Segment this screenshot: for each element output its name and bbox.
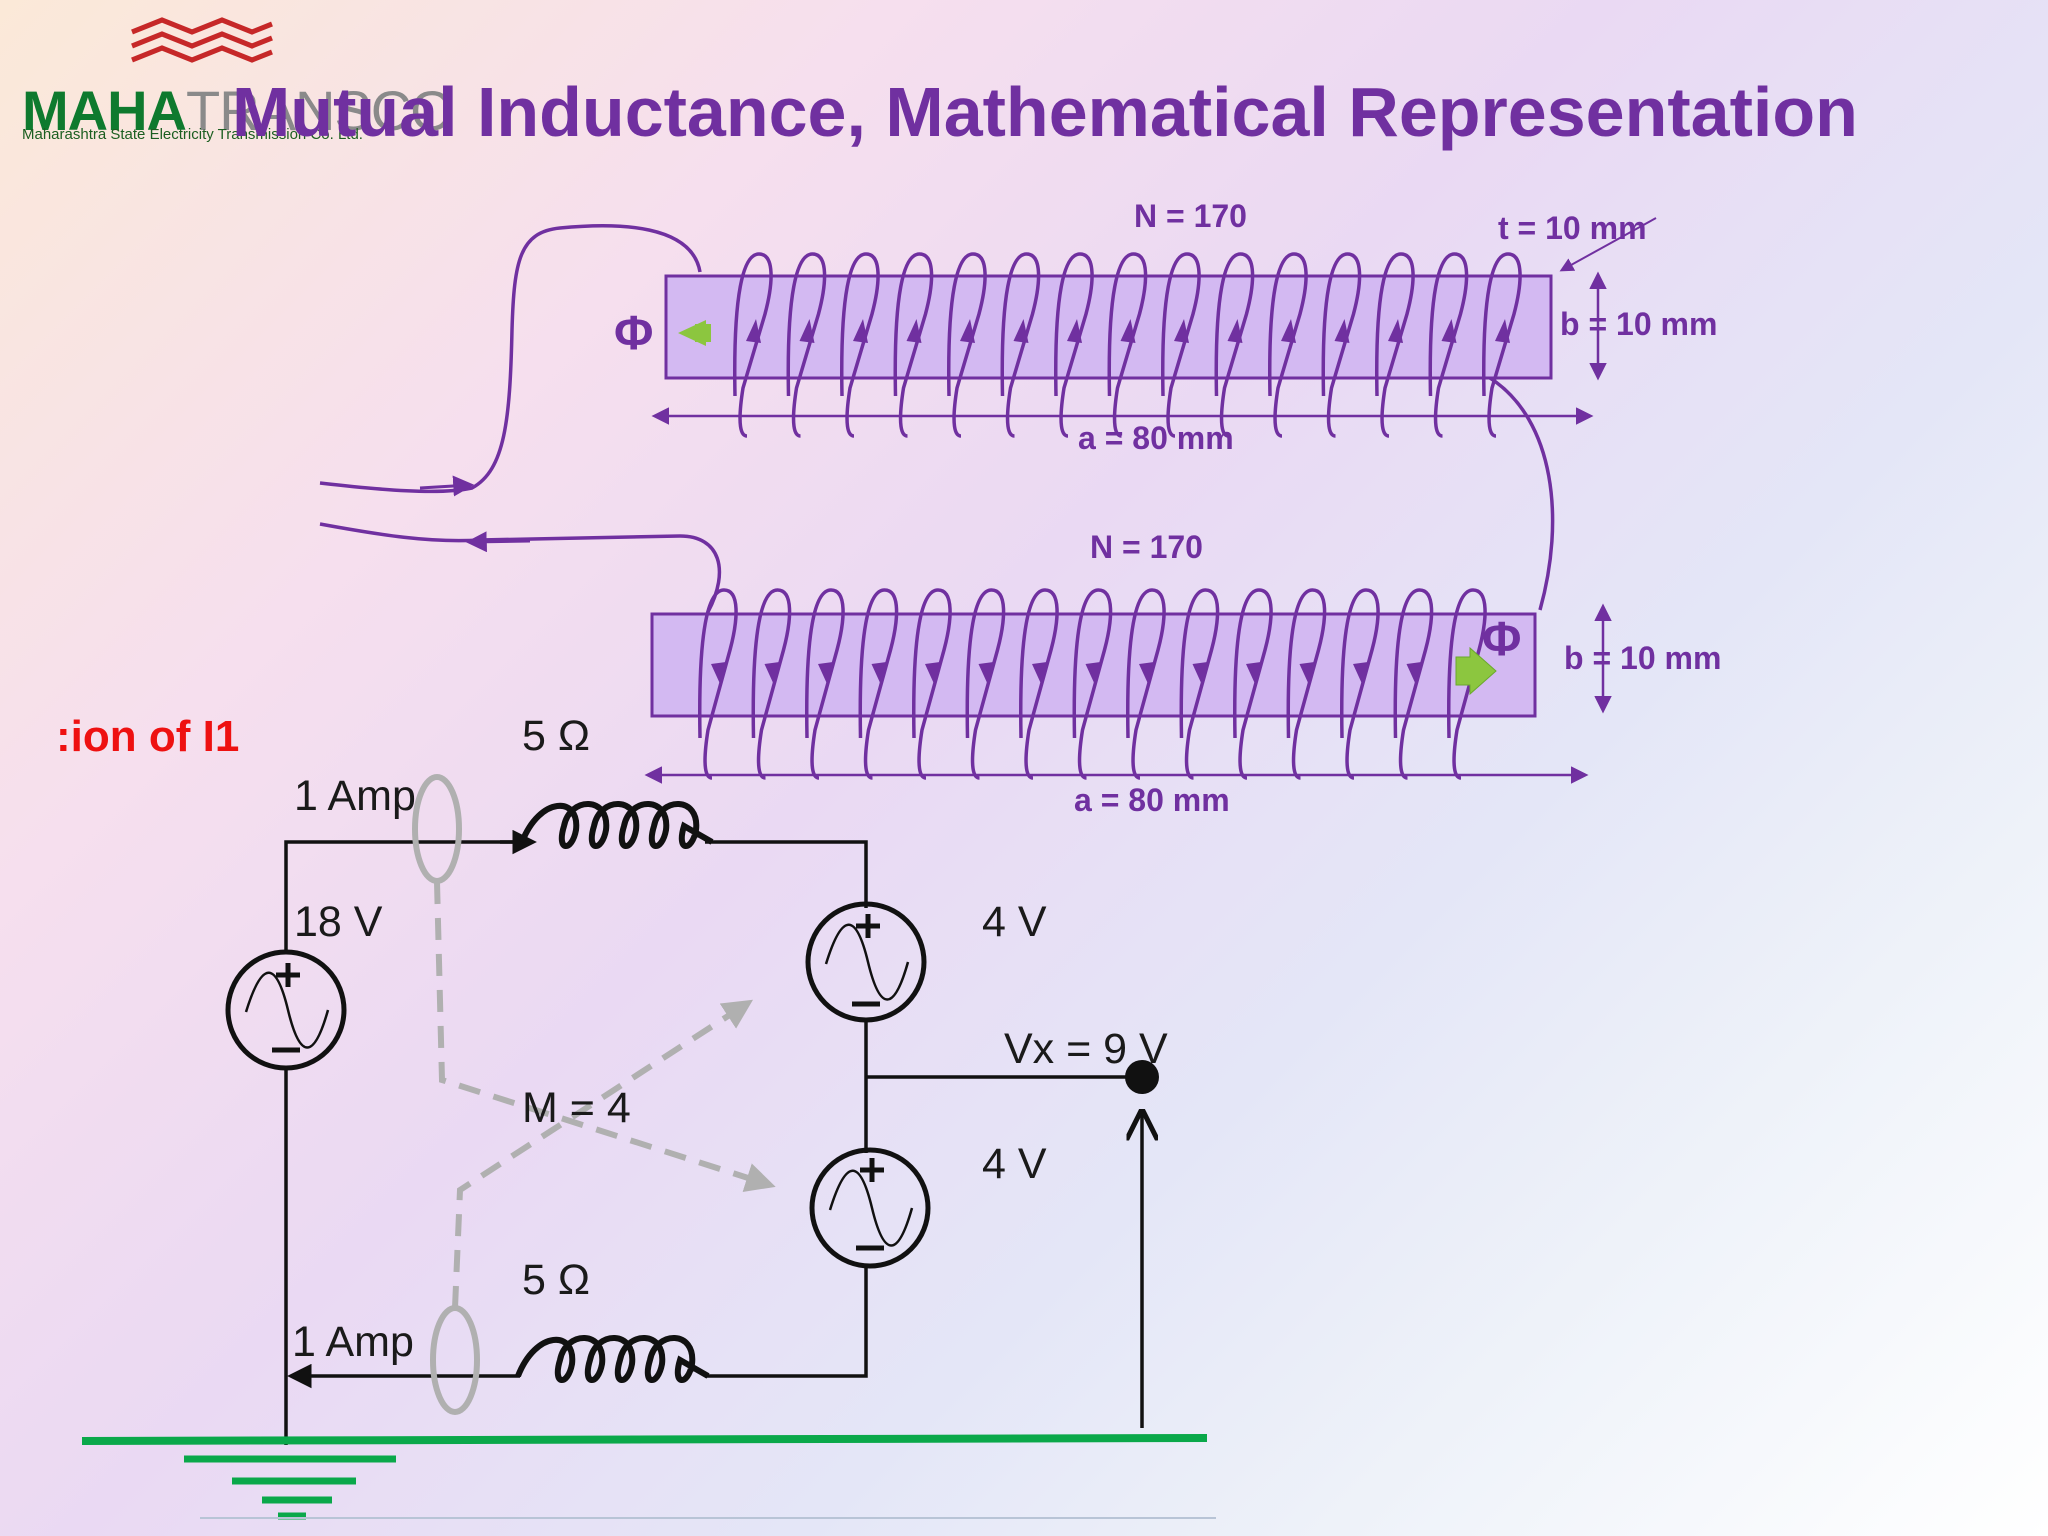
- turn-direction-arrow: [764, 662, 780, 686]
- turn-direction-arrow: [1013, 319, 1029, 343]
- current-bottom-label: 1 Amp: [292, 1318, 414, 1366]
- bottom-flux-label: Φ: [1482, 613, 1522, 666]
- logo-wave-icon: [131, 17, 273, 63]
- vx-node: [1125, 1060, 1159, 1094]
- turn-direction-arrow: [711, 662, 726, 686]
- top-coil-turns-label: N = 170: [1134, 198, 1247, 234]
- turn-direction-arrow: [906, 319, 922, 343]
- turn-direction-arrow: [853, 319, 868, 343]
- wire-top-right: [705, 840, 868, 908]
- vx-label: Vx = 9 V: [1004, 1025, 1168, 1073]
- top-coil-thickness-label: t = 10 mm: [1498, 210, 1647, 246]
- turn-direction-arrow: [1406, 662, 1422, 686]
- ground-icon: [184, 1455, 396, 1520]
- bottom-flux-arrow-shape: [1455, 646, 1497, 696]
- coil-turn: [1393, 588, 1434, 780]
- logo-brand-bold: MAHA: [22, 79, 187, 142]
- top-coil-lead-in: [319, 223, 702, 494]
- turn-direction-arrow: [1441, 319, 1457, 343]
- bottom-coil-breadth-label: b = 10 mm: [1564, 640, 1722, 676]
- turn-direction-arrow: [1495, 319, 1510, 343]
- top-lead-arrow: [419, 475, 475, 497]
- bottom-coil-length-label: a = 80 mm: [1074, 782, 1230, 818]
- current-probe-bottom: [430, 1305, 480, 1415]
- logo-wordmark: MAHATRANSCO: [22, 78, 454, 143]
- turn-direction-arrow: [1192, 662, 1208, 686]
- turn-direction-arrow: [1227, 319, 1243, 343]
- resistor-bottom-label: 5 Ω: [522, 1256, 591, 1304]
- inductor-bottom: [515, 1335, 710, 1383]
- coil-turn: [1446, 588, 1487, 780]
- coil-interconnect: [1489, 376, 1555, 611]
- turn-direction-arrow: [1139, 662, 1154, 686]
- bottom-coil-lead-out: [319, 522, 722, 613]
- source-18v: [225, 949, 347, 1071]
- turn-direction-arrow: [871, 662, 887, 686]
- coil-turn: [751, 588, 792, 780]
- current-top-label: 1 Amp: [294, 772, 416, 820]
- wire-top-left: [284, 840, 525, 952]
- mutual-coupling: [434, 881, 776, 1309]
- resistor-top-label: 5 Ω: [522, 712, 591, 760]
- wire-bottom-right: [705, 1264, 868, 1378]
- turn-direction-arrow: [960, 319, 975, 343]
- logo-brand-light: TRANSCO: [185, 79, 454, 142]
- top-flux-arrow-body: [695, 324, 711, 342]
- turn-direction-arrow: [1067, 319, 1082, 343]
- ground-bus: [81, 1434, 1208, 1445]
- bottom-lead-arrow: [465, 531, 531, 553]
- coil-turn: [1018, 588, 1059, 780]
- page-title: Mutual Inductance, Mathematical Represen…: [232, 73, 1858, 151]
- turn-direction-arrow: [799, 319, 815, 343]
- mutual-label: M = 4: [522, 1084, 631, 1132]
- turn-direction-arrow: [1281, 319, 1296, 343]
- coil-turn: [1179, 588, 1220, 780]
- turn-direction-arrow: [925, 662, 940, 686]
- coil-turn: [858, 588, 899, 780]
- turn-direction-arrow: [1032, 662, 1047, 686]
- inductor-top: [519, 801, 714, 849]
- section-label: :ion of I1: [56, 712, 240, 761]
- bottom-coil-turns: [697, 588, 1487, 780]
- thickness-pointer: [1559, 217, 1657, 272]
- dependent-top-label: 4 V: [982, 898, 1047, 946]
- coil-turn: [1072, 588, 1113, 780]
- turn-direction-arrow: [1388, 319, 1403, 343]
- inductor-coil: [519, 801, 714, 849]
- coil-turn: [697, 588, 738, 780]
- source-dependent-bottom: [809, 1147, 931, 1269]
- turn-direction-arrow: [1334, 319, 1350, 343]
- turn-direction-arrow: [1299, 662, 1315, 686]
- coil-turn: [911, 588, 952, 780]
- turn-direction-arrow: [1174, 319, 1189, 343]
- turn-direction-arrow: [1120, 319, 1136, 343]
- coil-turn: [1286, 588, 1327, 780]
- bottom-coil-turns-label: N = 170: [1090, 529, 1203, 565]
- coil-turn: [1339, 588, 1380, 780]
- top-coil-breadth-label: b = 10 mm: [1560, 306, 1718, 342]
- turn-direction-arrow: [1353, 662, 1368, 686]
- logo-tagline: Maharashtra State Electricity Transmissi…: [22, 126, 363, 143]
- coil-turn: [965, 588, 1006, 780]
- turn-direction-arrow: [978, 662, 994, 686]
- inductor-coil: [515, 1335, 710, 1383]
- turn-direction-arrow: [1085, 662, 1101, 686]
- top-flux-label: Φ: [614, 307, 654, 360]
- turn-direction-arrow: [746, 319, 761, 343]
- top-coil-length-label: a = 80 mm: [1078, 420, 1234, 456]
- current-probe-top: [412, 774, 462, 884]
- coil-turn: [804, 588, 845, 780]
- turn-direction-arrow: [818, 662, 833, 686]
- coil-turn: [1232, 588, 1273, 780]
- dependent-bottom-label: 4 V: [982, 1140, 1047, 1188]
- source-18v-label: 18 V: [294, 898, 383, 946]
- turn-direction-arrow: [1246, 662, 1261, 686]
- source-dependent-top: [805, 901, 927, 1023]
- coil-turn: [1125, 588, 1166, 780]
- circuit: [284, 829, 1142, 1445]
